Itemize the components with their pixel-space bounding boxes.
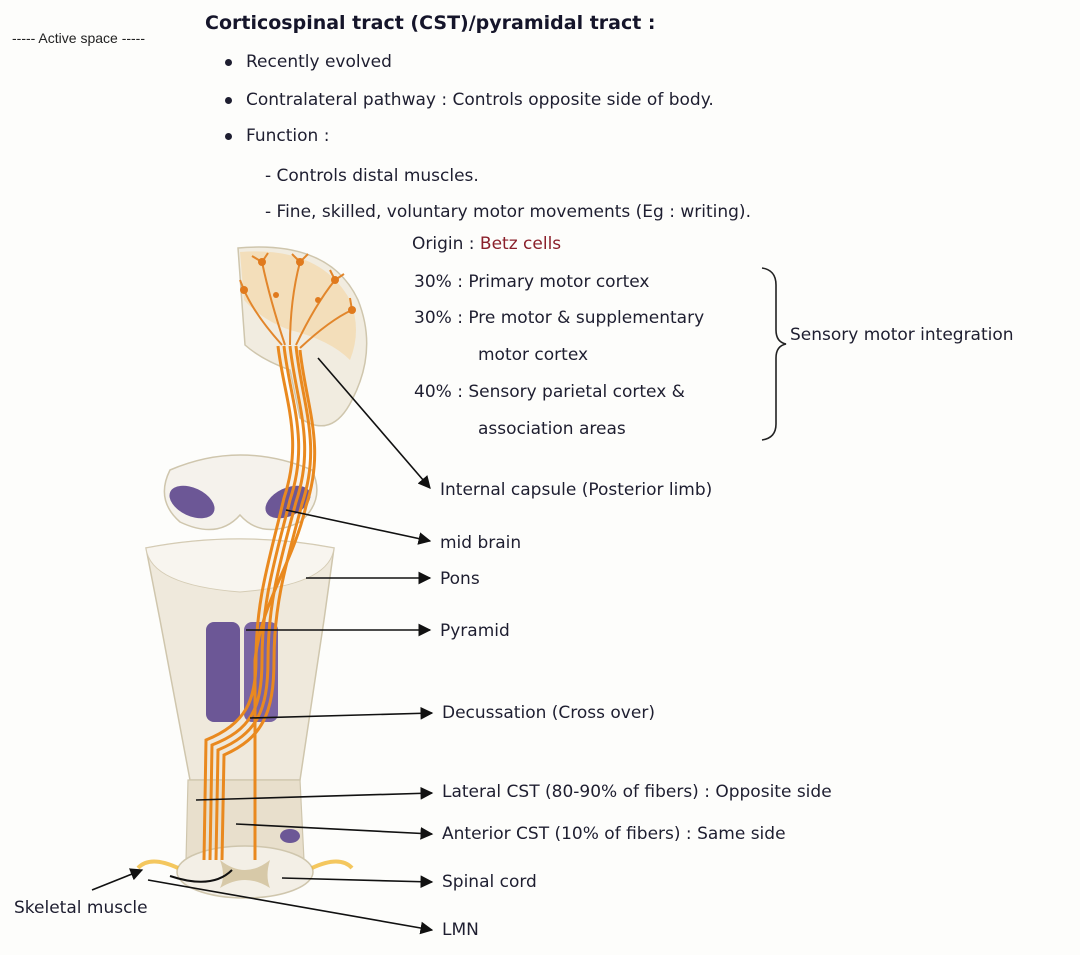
- cerebral-peduncle-left: [169, 485, 215, 519]
- origin-row: motor cortex: [478, 345, 589, 365]
- label-pons: Pons: [440, 569, 480, 589]
- corticospinal-fibers: [202, 345, 317, 861]
- label-skeletal-muscle: Skeletal muscle: [14, 898, 148, 918]
- origin-row: association areas: [478, 419, 626, 439]
- betz-cell-bodies: [240, 258, 356, 314]
- label-internal-capsule: Internal capsule (Posterior limb): [440, 480, 713, 500]
- bullet-dot-icon: [225, 58, 232, 66]
- label-anterior-cst: Anterior CST (10% of fibers) : Same side: [442, 824, 786, 844]
- label-decussation: Decussation (Cross over): [442, 703, 655, 723]
- origin-row: 30% : Primary motor cortex: [414, 272, 650, 292]
- bullet-item: Contralateral pathway : Controls opposit…: [225, 90, 714, 110]
- active-space-label: ----- Active space -----: [12, 30, 145, 46]
- origin-line: Origin : Betz cells: [412, 234, 562, 254]
- label-lmn: LMN: [442, 920, 479, 940]
- function-item: - Fine, skilled, voluntary motor movemen…: [265, 202, 751, 222]
- label-lateral-cst: Lateral CST (80-90% of fibers) : Opposit…: [442, 782, 832, 802]
- bullet-dot-icon: [225, 96, 232, 104]
- anterior-cst-bundle: [280, 829, 300, 843]
- label-mid-brain: mid brain: [440, 533, 522, 553]
- bracket-label: Sensory motor integration: [790, 325, 1014, 345]
- origin-value: Betz cells: [479, 234, 562, 254]
- bullet-item: Function :: [225, 126, 329, 146]
- bullet-item: Recently evolved: [225, 52, 392, 72]
- origin-row: 40% : Sensory parietal cortex &: [414, 382, 685, 402]
- cortex-gray-matter: [240, 251, 356, 360]
- leader-lines: [91, 357, 434, 935]
- spinal-gray-matter: [220, 860, 270, 888]
- bullet-dot-icon: [225, 132, 232, 140]
- pyramid-left: [206, 622, 240, 722]
- origin-row: 30% : Pre motor & supplementary: [414, 308, 705, 328]
- function-item: - Controls distal muscles.: [265, 166, 479, 186]
- pons-top-face: [145, 538, 335, 593]
- spinal-nerve-roots: [136, 859, 354, 870]
- label-spinal-cord: Spinal cord: [442, 872, 537, 892]
- betz-cell-dendrites: [239, 252, 353, 349]
- bracket-shape: [761, 267, 787, 441]
- label-pyramid: Pyramid: [440, 621, 510, 641]
- page-title: Corticospinal tract (CST)/pyramidal trac…: [205, 12, 656, 34]
